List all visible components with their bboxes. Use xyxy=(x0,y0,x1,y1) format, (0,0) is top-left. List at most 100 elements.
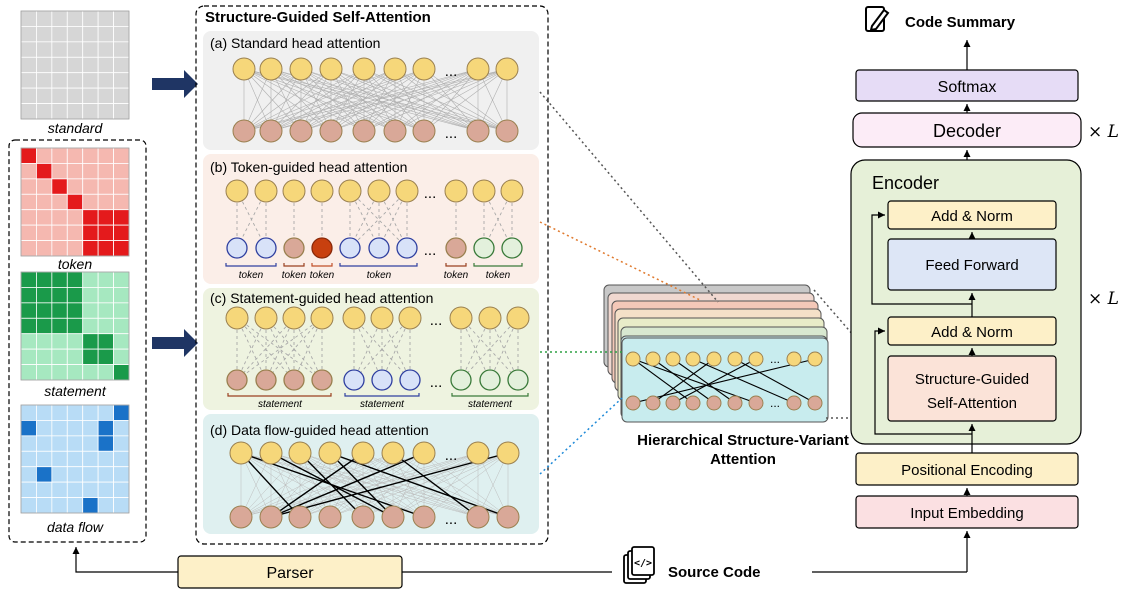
mask-cell xyxy=(97,72,114,89)
input-embedding-label: Input Embedding xyxy=(910,505,1023,522)
mask-cell xyxy=(20,26,37,43)
query-node xyxy=(472,179,496,203)
mask-cell xyxy=(66,178,84,195)
mask-cell xyxy=(97,348,114,365)
mask-cell xyxy=(82,147,99,164)
mask-cell xyxy=(82,224,99,241)
attention-edge xyxy=(353,317,411,381)
statement-group-label: statement xyxy=(468,399,513,410)
mask-cell xyxy=(51,178,68,195)
hsva-key-node xyxy=(685,395,701,411)
group-bracket xyxy=(445,263,467,267)
mask-cell xyxy=(66,193,84,211)
attention-edge xyxy=(270,68,332,132)
attention-edge xyxy=(243,68,479,132)
attention-edge xyxy=(240,452,272,518)
mask-cell xyxy=(66,147,84,164)
attention-edge xyxy=(489,317,519,381)
attention-edge xyxy=(363,68,479,132)
key-node xyxy=(371,369,393,391)
mask-cell xyxy=(20,333,37,350)
mask-cell xyxy=(20,271,37,288)
hsva-key-node xyxy=(786,395,802,411)
hsva-query-node xyxy=(727,351,743,367)
query-node xyxy=(444,179,468,203)
mask-cell xyxy=(20,450,37,468)
mask-cell xyxy=(113,317,130,335)
mask-cell xyxy=(51,364,68,381)
query-node xyxy=(254,306,278,330)
mask-cell xyxy=(113,302,130,319)
query-node xyxy=(259,57,283,81)
key-node xyxy=(288,505,312,529)
group-bracket xyxy=(473,263,523,267)
mask-cell xyxy=(51,26,68,43)
token-group-label: token xyxy=(444,270,469,281)
mask-cell xyxy=(51,147,68,164)
query-node xyxy=(478,306,502,330)
mask-cell xyxy=(20,10,37,27)
mask-cell xyxy=(113,209,130,226)
standard-mask-label: standard xyxy=(48,120,104,136)
mask-cell xyxy=(113,240,130,257)
mask-cell xyxy=(82,41,99,58)
mask-cell xyxy=(20,163,37,180)
sgsa-title: Structure-Guided Self-Attention xyxy=(205,9,431,26)
key-node xyxy=(496,505,520,529)
key-node xyxy=(311,237,333,259)
dataflow-edge xyxy=(270,452,509,518)
mask-cell xyxy=(82,435,99,452)
mask-cell xyxy=(97,333,114,350)
mask-cell xyxy=(113,56,130,74)
attention-edge xyxy=(265,317,295,381)
group-bracket xyxy=(227,393,332,397)
attention-edge xyxy=(299,452,509,518)
mask-cell xyxy=(51,103,68,120)
attention-edge xyxy=(265,317,323,381)
attention-edge xyxy=(349,190,408,249)
mask-cell xyxy=(97,271,114,288)
mask-cell xyxy=(51,10,68,27)
token-mask-matrix xyxy=(20,147,130,257)
query-node xyxy=(466,441,490,465)
mask-cell xyxy=(51,466,68,483)
attention-edge xyxy=(353,317,411,381)
query-node xyxy=(318,441,342,465)
key-node xyxy=(501,237,523,259)
mask-cell xyxy=(36,87,53,104)
mask-cell xyxy=(82,72,99,89)
query-node xyxy=(370,306,394,330)
mask-cell xyxy=(82,240,99,257)
mask-cell xyxy=(20,240,37,257)
mask-cell xyxy=(66,209,84,226)
key-node xyxy=(311,369,333,391)
group-bracket xyxy=(283,263,305,267)
mask-cell xyxy=(51,404,68,421)
mask-cell xyxy=(66,404,84,421)
mask-cell xyxy=(97,287,114,304)
mask-cell xyxy=(51,163,68,180)
mask-cell xyxy=(113,481,130,498)
token-group-label: token xyxy=(310,270,335,281)
mask-cell xyxy=(97,103,114,120)
mask-cell xyxy=(66,348,84,365)
query-node xyxy=(229,441,253,465)
mask-cell xyxy=(97,10,114,27)
key-node xyxy=(412,505,436,529)
attention-edge xyxy=(394,68,508,132)
mask-cell xyxy=(20,404,37,421)
dataflow-mask-matrix xyxy=(20,404,130,514)
mask-cell xyxy=(36,287,53,304)
query-node xyxy=(383,57,407,81)
mask-cell xyxy=(51,450,68,468)
mask-cell xyxy=(66,435,84,452)
mask-cell xyxy=(36,364,53,381)
token-mask-label: token xyxy=(58,256,92,272)
feed-forward-label: Feed Forward xyxy=(925,257,1018,274)
query-node xyxy=(259,441,283,465)
ellipsis: ... xyxy=(445,125,458,142)
mask-cell xyxy=(66,87,84,104)
attention-edge xyxy=(378,190,408,249)
query-node xyxy=(412,57,436,81)
